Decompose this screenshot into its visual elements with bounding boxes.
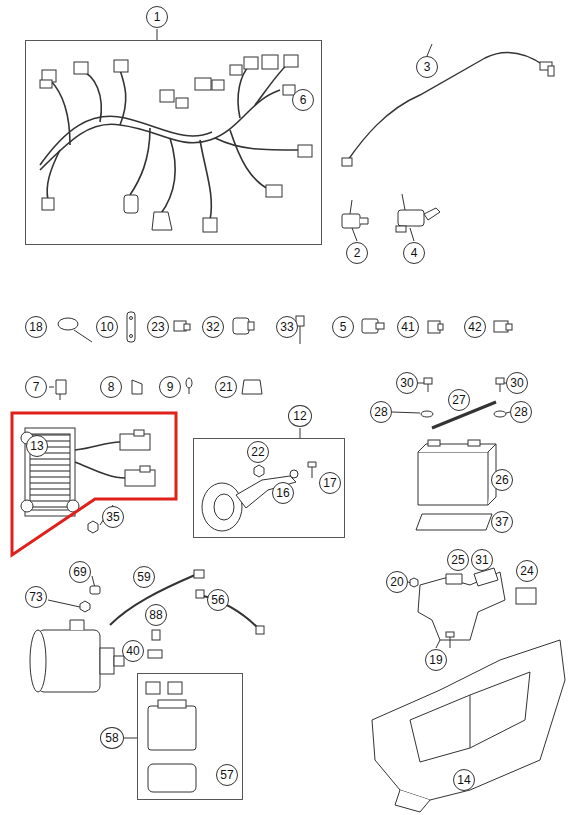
callout-circle: 26: [491, 469, 513, 491]
callout-circle: 30: [506, 372, 528, 394]
callout-number: 22: [251, 446, 264, 458]
callout-circle: 21: [215, 376, 237, 398]
callout-number: 17: [323, 477, 336, 489]
callout-number: 6: [300, 94, 307, 106]
callout-number: 40: [126, 645, 139, 657]
callout-number: 30: [400, 377, 413, 389]
callout-circle: 2: [346, 242, 368, 264]
callout-circle: 6: [292, 89, 314, 111]
callout-circle: 8: [100, 376, 122, 398]
callout-circle: 56: [207, 589, 229, 611]
callout-number: 18: [29, 321, 42, 333]
callout-circle: 13: [26, 435, 48, 457]
callout-circle: 27: [448, 389, 470, 411]
callout-circle: 17: [319, 472, 341, 494]
callout-number: 16: [276, 487, 289, 499]
callout-circle: 28: [510, 401, 532, 423]
callout-circle: 3: [416, 56, 438, 78]
callout-circle: 88: [145, 604, 167, 626]
callout-circle: 16: [272, 482, 294, 504]
callout-number: 56: [211, 594, 224, 606]
callout-circle: 30: [396, 372, 418, 394]
callout-number: 7: [33, 381, 40, 393]
callout-number: 13: [30, 440, 43, 452]
callout-circle: 57: [216, 764, 238, 786]
callout-circle: 9: [159, 376, 181, 398]
callout-circle: 37: [491, 511, 513, 533]
callout-number: 9: [167, 381, 174, 393]
callout-circle: 7: [25, 376, 47, 398]
callout-circle: 35: [102, 506, 124, 528]
callout-circle: 33: [276, 316, 298, 338]
callout-number: 10: [100, 321, 113, 333]
callout-number: 42: [468, 321, 481, 333]
callout-number: 41: [401, 321, 414, 333]
callout-circle: 73: [25, 586, 47, 608]
callout-number: 32: [206, 321, 219, 333]
callout-circle: 20: [386, 571, 408, 593]
callout-circle: 31: [471, 549, 493, 571]
callout-circle: 4: [403, 242, 425, 264]
callout-circle: 22: [247, 441, 269, 463]
callout-number: 14: [457, 774, 470, 786]
callout-circle: 14: [453, 769, 475, 791]
callout-number: 1: [146, 6, 168, 28]
parts-group-frame: 16: [25, 40, 322, 245]
callout-number: 31: [475, 554, 488, 566]
callout-circle: 41: [397, 316, 419, 338]
callout-circle: 24: [516, 560, 538, 582]
callout-number: 35: [106, 511, 119, 523]
callout-number: 26: [495, 474, 508, 486]
callout-circle: 42: [464, 316, 486, 338]
callout-circle: 19: [425, 649, 447, 671]
callout-number: 8: [108, 381, 115, 393]
callout-number: 21: [219, 381, 232, 393]
callout-number: 88: [149, 609, 162, 621]
callout-number: 30: [510, 377, 523, 389]
callout-number: 25: [451, 554, 464, 566]
callout-number: 24: [520, 565, 533, 577]
parts-group-frame: 5857: [137, 673, 243, 800]
callout-number: 69: [73, 566, 86, 578]
callout-number: 57: [220, 769, 233, 781]
callout-circle: 28: [370, 401, 392, 423]
callout-number: 37: [495, 516, 508, 528]
callout-circle: 40: [122, 640, 144, 662]
callout-number: 23: [151, 321, 164, 333]
callout-number: 20: [390, 576, 403, 588]
callout-number: 4: [411, 247, 418, 259]
callout-circle: 69: [69, 561, 91, 583]
callout-number: 58: [100, 727, 124, 749]
callout-number: 73: [29, 591, 42, 603]
callout-circle: 32: [202, 316, 224, 338]
callout-number: 12: [288, 405, 312, 427]
callout-circle: 10: [96, 316, 118, 338]
callout-number: 19: [429, 654, 442, 666]
callout-circle: 25: [447, 549, 469, 571]
callout-number: 33: [280, 321, 293, 333]
callout-number: 27: [452, 394, 465, 406]
callout-number: 28: [514, 406, 527, 418]
callout-number: 2: [354, 247, 361, 259]
callout-number: 28: [374, 406, 387, 418]
callout-number: 59: [137, 571, 150, 583]
callout-number: 3: [424, 61, 431, 73]
parts-group-frame: 12221716: [193, 438, 345, 538]
callout-circle: 23: [147, 316, 169, 338]
callout-circle: 5: [332, 316, 354, 338]
callout-number: 5: [340, 321, 347, 333]
callout-circle: 18: [25, 316, 47, 338]
callout-circle: 59: [133, 566, 155, 588]
